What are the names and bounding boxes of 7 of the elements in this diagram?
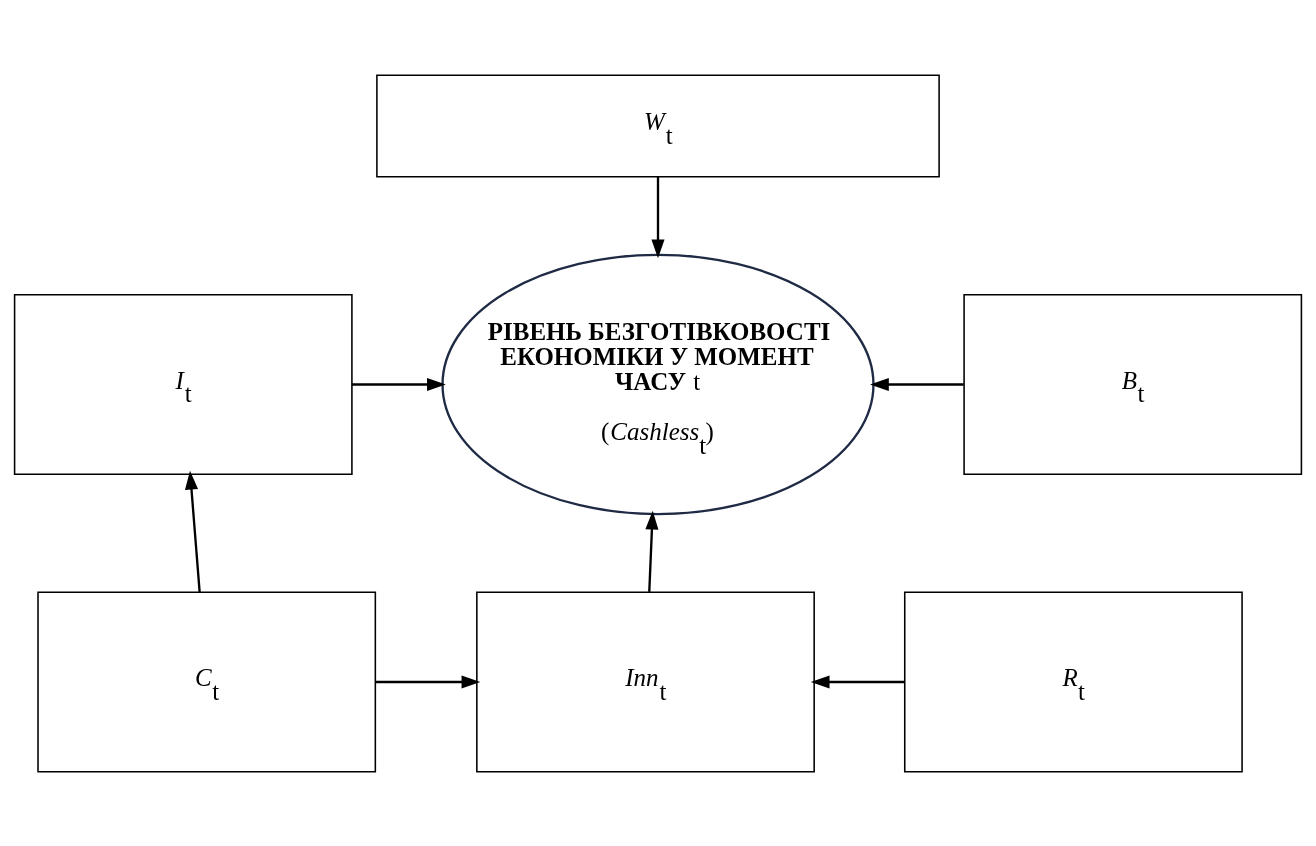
arrow (870, 377, 964, 391)
arrow (645, 510, 659, 592)
arrow (184, 470, 201, 592)
arrow (375, 674, 481, 689)
arrow (352, 377, 446, 391)
arrow (810, 674, 905, 689)
arrow (651, 176, 665, 258)
